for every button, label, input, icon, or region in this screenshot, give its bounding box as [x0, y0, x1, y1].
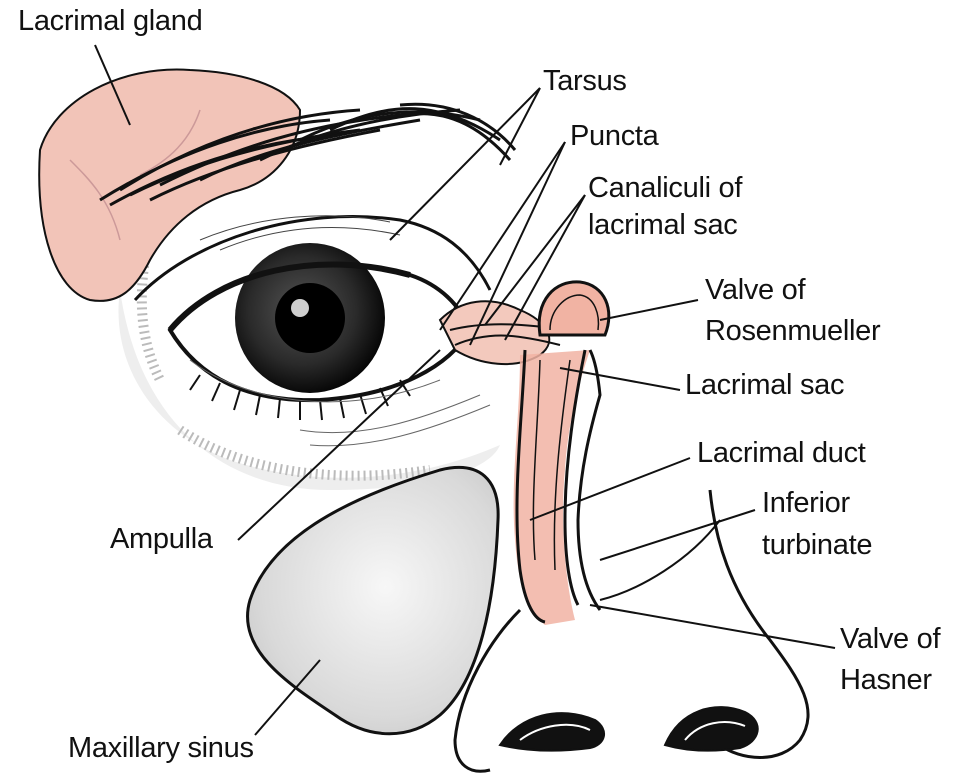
label-tarsus: Tarsus: [543, 66, 627, 98]
label-puncta: Puncta: [570, 121, 659, 153]
label-lacrimal-sac: Lacrimal sac: [685, 370, 844, 402]
label-inferior-turbinate-line1: Inferior: [762, 488, 850, 520]
label-canaliculi-line1: Canaliculi of: [588, 173, 742, 205]
label-inferior-turbinate-line2: turbinate: [762, 530, 872, 562]
label-lacrimal-duct: Lacrimal duct: [697, 438, 866, 470]
label-valve-rosenmueller-line2: Rosenmueller: [705, 316, 880, 348]
label-ampulla: Ampulla: [110, 524, 213, 556]
maxillary-sinus-shape: [247, 467, 498, 733]
label-valve-hasner-line2: Hasner: [840, 665, 932, 697]
label-canaliculi-line2: lacrimal sac: [588, 210, 738, 242]
nose-outline: [578, 350, 600, 610]
label-valve-hasner-line1: Valve of: [840, 624, 940, 656]
left-nostril: [500, 713, 604, 751]
label-lacrimal-gland: Lacrimal gland: [18, 6, 202, 38]
label-valve-rosenmueller-line1: Valve of: [705, 275, 805, 307]
right-nostril: [665, 707, 758, 751]
label-maxillary-sinus: Maxillary sinus: [68, 733, 254, 765]
pupil: [275, 283, 345, 353]
